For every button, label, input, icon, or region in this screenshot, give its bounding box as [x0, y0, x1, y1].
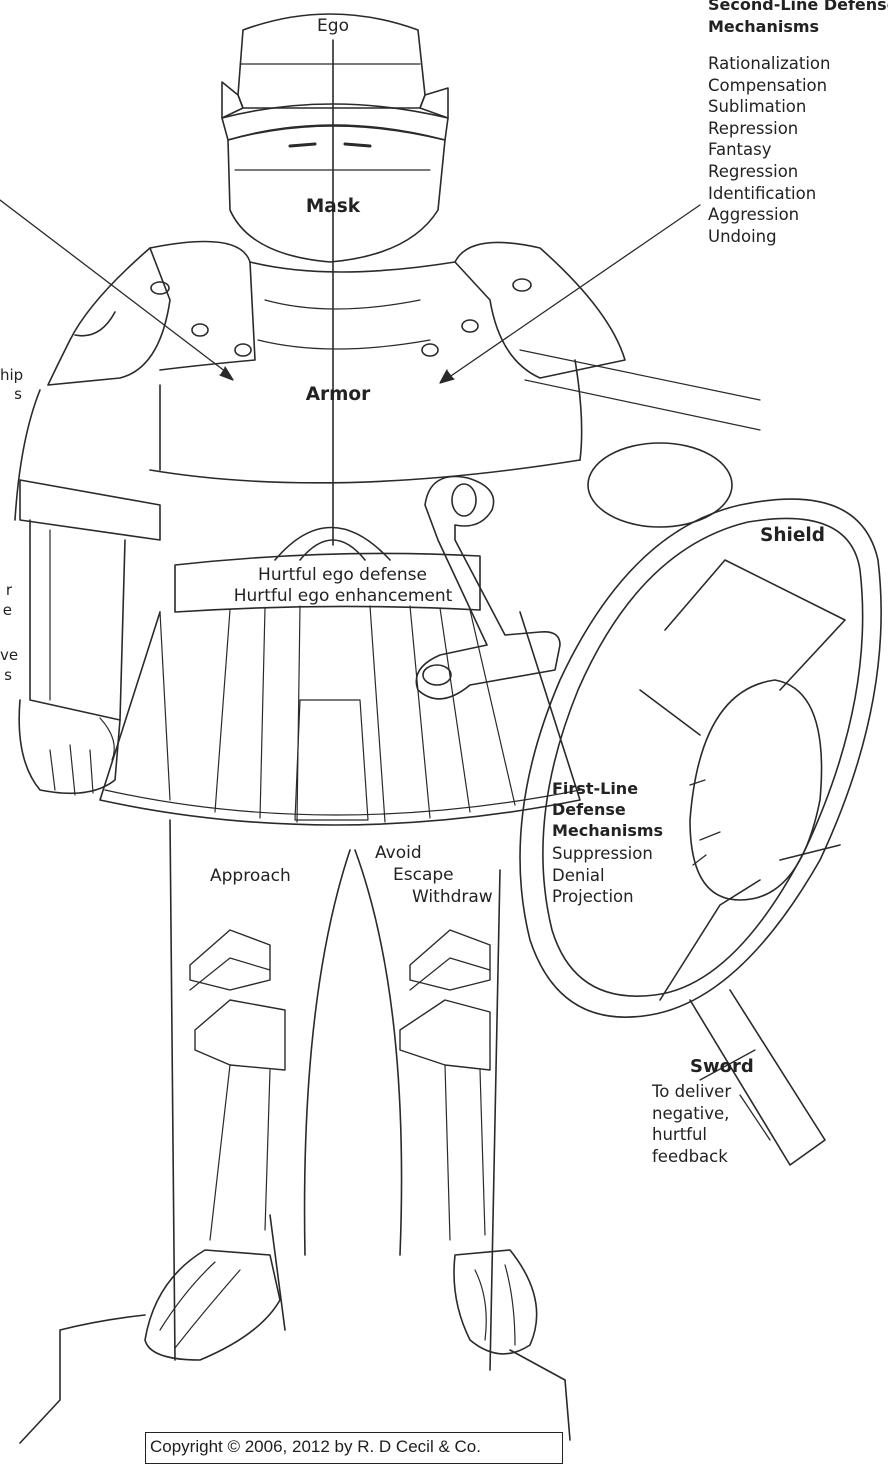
first-line-title-1: First-Line: [552, 778, 638, 800]
first-line-list: Suppression Denial Projection: [552, 843, 653, 908]
sword-desc-line: To deliver: [652, 1081, 731, 1103]
second-line-item: Sublimation: [708, 96, 830, 118]
second-line-title-2: Mechanisms: [708, 16, 819, 38]
copyright-notice: Copyright © 2006, 2012 by R. D Cecil & C…: [145, 1432, 563, 1464]
label-sword: Sword: [690, 1056, 754, 1078]
label-mask: Mask: [288, 196, 378, 218]
left-cut-bottom-3: ve: [0, 645, 14, 667]
label-escape: Escape: [393, 865, 454, 887]
left-arm-outline: [19, 480, 160, 795]
second-line-item: Identification: [708, 183, 830, 205]
base-outline: [20, 1315, 570, 1443]
belt-line-1: Hurtful ego defense: [225, 565, 460, 587]
left-cut-bottom-4: s: [0, 665, 12, 687]
label-avoid: Avoid: [375, 843, 422, 865]
sword-description: To deliver negative, hurtful feedback: [652, 1081, 731, 1167]
left-cut-bottom-2: e: [0, 600, 12, 622]
first-line-title-2: Defense: [552, 799, 626, 821]
second-line-item: Repression: [708, 118, 830, 140]
first-line-title-3: Mechanisms: [552, 820, 663, 842]
label-withdraw: Withdraw: [412, 887, 493, 909]
label-ego: Ego: [298, 16, 368, 38]
second-line-item: Aggression: [708, 204, 830, 226]
second-line-item: Rationalization: [708, 53, 830, 75]
feet-outline: [145, 1250, 537, 1360]
label-approach: Approach: [210, 866, 291, 888]
second-line-item: Regression: [708, 161, 830, 183]
second-line-list: Rationalization Compensation Sublimation…: [708, 53, 830, 247]
sword-desc-line: negative,: [652, 1103, 731, 1125]
sword-desc-line: feedback: [652, 1146, 731, 1168]
label-armor: Armor: [288, 384, 388, 406]
pointer-lines: [0, 200, 770, 1140]
second-line-item: Compensation: [708, 75, 830, 97]
left-cut-bottom-1: r: [0, 580, 12, 602]
sword-desc-line: hurtful: [652, 1124, 731, 1146]
belt-line-2: Hurtful ego enhancement: [218, 586, 468, 608]
second-line-title-1: Second-Line Defense: [708, 0, 888, 16]
left-cut-top-2: s: [0, 384, 22, 406]
label-shield: Shield: [760, 525, 825, 547]
helmet-outline: [222, 14, 448, 262]
first-line-item: Projection: [552, 886, 653, 908]
second-line-item: Undoing: [708, 226, 830, 248]
first-line-item: Suppression: [552, 843, 653, 865]
shield-outline: [520, 499, 881, 1017]
first-line-item: Denial: [552, 865, 653, 887]
second-line-item: Fantasy: [708, 139, 830, 161]
